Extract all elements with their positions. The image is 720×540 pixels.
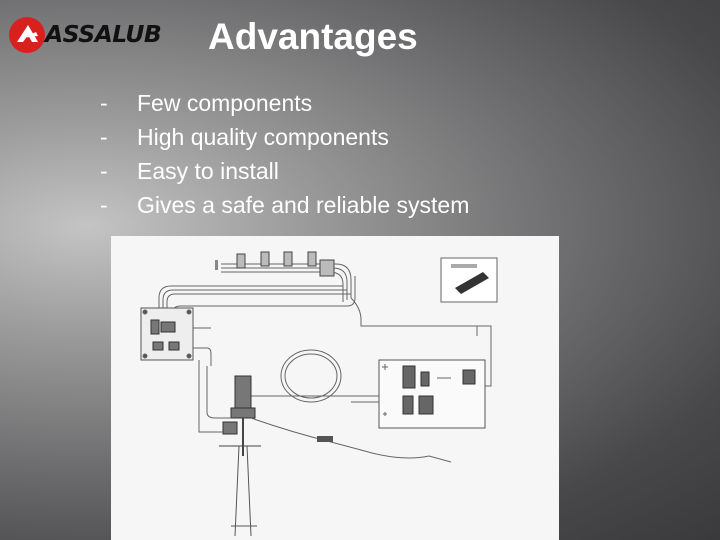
bullet-dash: - [100,192,108,218]
bullet-text: Easy to install [137,158,279,184]
lubrication-system-diagram [111,236,559,540]
bullet-dash: - [100,124,108,150]
bullet-text: Few components [137,90,313,116]
assalub-logo-mark-icon [9,17,45,53]
bullet-text: High quality components [137,124,389,150]
logo-wordmark: ASSALUB [45,22,162,48]
bullet-dash: - [100,158,108,184]
bullet-dash: - [100,90,108,116]
bullet-text: Gives a safe and reliable system [137,192,470,218]
assalub-logo: ASSALUB [6,14,162,58]
slide-title: Advantages [208,16,418,57]
schematic-drawing-icon [140,251,498,537]
